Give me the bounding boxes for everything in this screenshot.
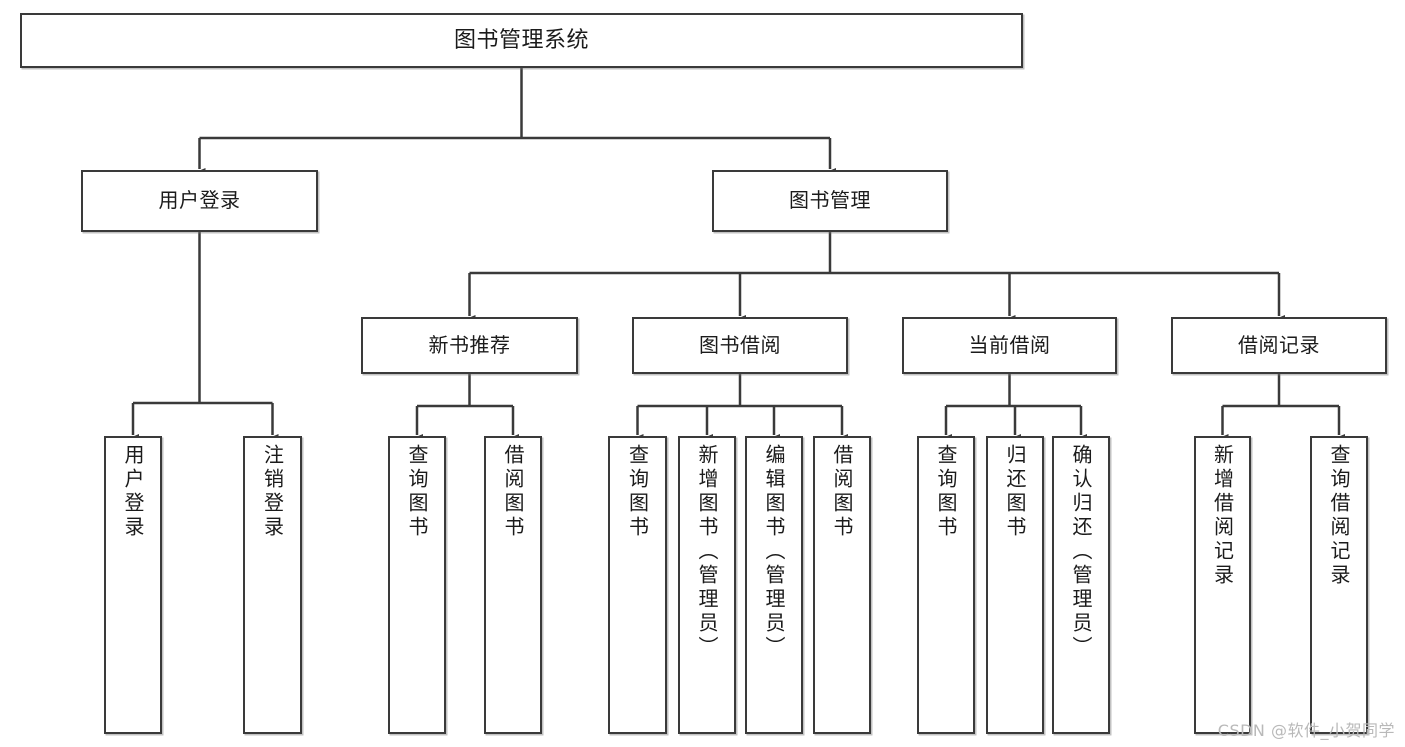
node-leaf-borrow-edit[interactable]: 编辑图书（管理员） [745,436,803,734]
node-leaf-user-logout[interactable]: 注销登录 [243,436,302,734]
node-newbook[interactable]: 新书推荐 [361,317,578,374]
node-leaf-user-login[interactable]: 用户登录 [104,436,162,734]
node-label: 确认归还（管理员） [1069,444,1093,660]
node-leaf-borrow-query[interactable]: 查询图书 [608,436,667,734]
node-label: 新增借阅记录 [1210,444,1235,588]
node-bookmgmt[interactable]: 图书管理 [712,170,948,232]
node-label: 查询图书 [934,444,958,540]
node-leaf-borrow-lend[interactable]: 借阅图书 [813,436,871,734]
node-login[interactable]: 用户登录 [81,170,318,232]
node-leaf-cur-query[interactable]: 查询图书 [917,436,975,734]
node-borrow[interactable]: 图书借阅 [632,317,848,374]
node-leaf-cur-return[interactable]: 归还图书 [986,436,1044,734]
node-current[interactable]: 当前借阅 [902,317,1117,374]
node-label: 查询图书 [625,444,650,540]
node-leaf-rec-add[interactable]: 新增借阅记录 [1194,436,1251,734]
node-leaf-new-query[interactable]: 查询图书 [388,436,446,734]
node-label: 查询借阅记录 [1327,444,1351,588]
node-label: 借阅图书 [830,444,854,540]
node-leaf-cur-confirm[interactable]: 确认归还（管理员） [1052,436,1110,734]
node-label: 注销登录 [260,444,285,540]
node-label: 用户登录 [158,188,241,213]
node-label: 借阅图书 [501,444,525,540]
node-label: 新增图书（管理员） [695,444,719,660]
node-records[interactable]: 借阅记录 [1171,317,1387,374]
node-label: 编辑图书（管理员） [762,444,786,660]
node-label: 图书借阅 [699,332,781,357]
node-label: 查询图书 [405,444,429,540]
node-leaf-borrow-add[interactable]: 新增图书（管理员） [678,436,736,734]
node-label: 图书管理 [789,188,871,213]
node-label: 新书推荐 [428,332,511,357]
node-label: 用户登录 [121,444,145,540]
node-root[interactable]: 图书管理系统 [20,13,1023,68]
node-label: 图书管理系统 [453,27,589,53]
node-leaf-rec-query[interactable]: 查询借阅记录 [1310,436,1368,734]
node-leaf-new-borrow[interactable]: 借阅图书 [484,436,542,734]
node-label: 归还图书 [1003,444,1027,540]
node-label: 当前借阅 [968,332,1051,357]
node-label: 借阅记录 [1238,332,1320,357]
